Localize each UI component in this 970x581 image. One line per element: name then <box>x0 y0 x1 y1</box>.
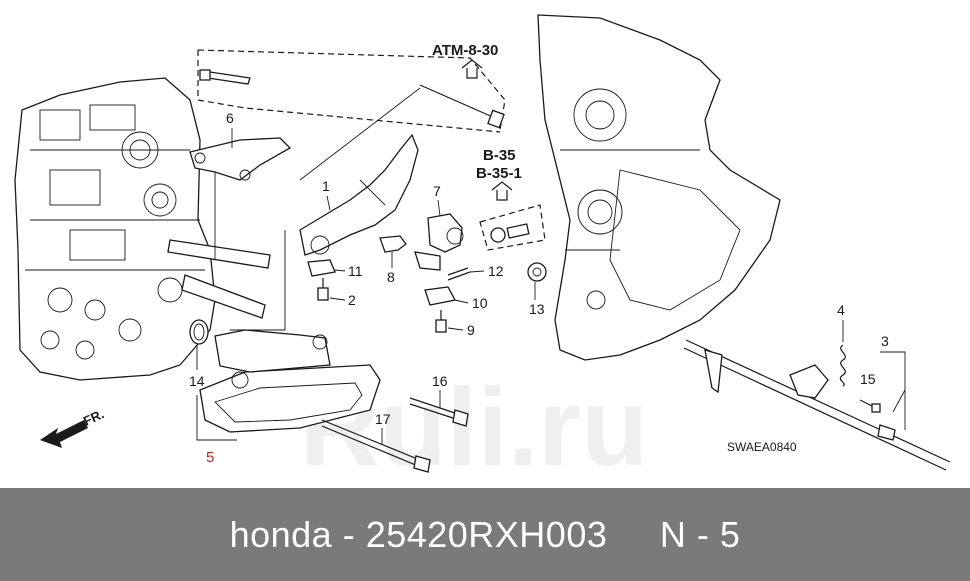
ref-b35-arrow <box>491 181 513 201</box>
diagram-canvas: Ruli.ru ATM-8-30 <box>14 14 951 488</box>
leader-5 <box>196 395 237 441</box>
leader-1 <box>326 195 331 211</box>
part-9-bolt <box>435 310 447 333</box>
part-17-long-bolt <box>321 419 431 473</box>
part-16-bolt <box>409 397 469 427</box>
callout-9: 9 <box>467 322 475 338</box>
diagram-code: SWAEA0840 <box>727 440 797 454</box>
callout-12: 12 <box>488 263 504 279</box>
callout-3: 3 <box>881 333 889 349</box>
parts-diagram: Ruli.ru ATM-8-30 <box>14 14 951 488</box>
part-2-bolt <box>317 278 329 301</box>
callout-10: 10 <box>472 295 488 311</box>
ref-b351: B-35-1 <box>476 165 522 182</box>
shift-rods <box>167 239 271 319</box>
atm-reference-box <box>197 49 506 133</box>
callout-4: 4 <box>837 302 845 318</box>
part-number-caption: honda - 25420RXH003 N - 5 <box>229 513 741 555</box>
callout-16: 16 <box>432 373 448 389</box>
leader-bolt <box>299 87 421 181</box>
leader-10 <box>454 299 469 304</box>
b35-reference-box <box>479 204 546 251</box>
callout-15: 15 <box>860 371 876 387</box>
part-7-solenoid <box>414 213 464 271</box>
leader-7 <box>437 199 441 217</box>
leader-2 <box>329 297 346 301</box>
footer-bar: honda - 25420RXH003 N - 5 <box>0 488 970 581</box>
part-1-shift-fork <box>299 133 419 256</box>
part-10-bracket <box>424 286 456 306</box>
part-15-pin <box>859 399 881 413</box>
ref-atm-arrow <box>461 59 483 79</box>
part-6-bracket <box>189 128 292 181</box>
ref-atm: ATM-8-30 <box>432 42 498 59</box>
sensor-part <box>490 223 530 243</box>
part-4-spring <box>839 344 846 387</box>
leader-9 <box>447 327 464 331</box>
part-11-clip <box>307 259 336 277</box>
front-label: FR. <box>81 406 106 428</box>
ref-b35: B-35 <box>483 147 516 164</box>
part-14-o-ring <box>189 319 209 345</box>
part-12-pin <box>447 267 471 281</box>
part-3-control-shaft <box>683 339 951 471</box>
long-bolt <box>419 84 505 129</box>
part-5-atf-strainer <box>199 329 381 433</box>
leader-11 <box>334 269 346 272</box>
bolt-upper <box>199 69 251 85</box>
callout-2: 2 <box>348 292 356 308</box>
callout-1: 1 <box>322 178 330 194</box>
callout-7: 7 <box>433 183 441 199</box>
callout-13: 13 <box>529 301 545 317</box>
transmission-case <box>537 14 781 361</box>
part-13-bearing <box>527 262 547 282</box>
callout-8: 8 <box>387 269 395 285</box>
part-8-bracket <box>379 235 407 253</box>
leader-12 <box>469 270 485 273</box>
callout-11: 11 <box>348 263 363 279</box>
callout-6: 6 <box>226 110 234 126</box>
front-direction-arrow <box>40 420 88 448</box>
callout-5-highlighted: 5 <box>206 449 214 466</box>
callout-14: 14 <box>189 373 205 389</box>
callout-17: 17 <box>375 411 391 427</box>
valve-body <box>14 77 216 381</box>
leader-3 <box>880 351 906 430</box>
